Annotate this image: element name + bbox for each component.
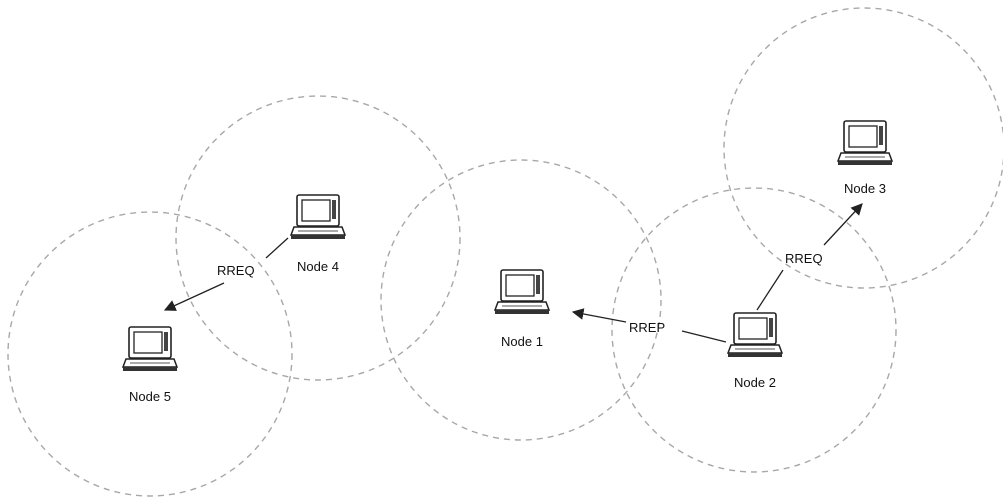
node-node-3: Node 3 [837,120,893,196]
node-node-4: Node 4 [290,194,346,274]
label-rrep-2-to-1: RREP [629,320,665,335]
laptop-icon [122,326,178,372]
node-node-5: Node 5 [122,326,178,404]
laptop-icon [727,312,783,358]
node-label: Node 3 [844,181,886,196]
range-node-1 [380,159,662,441]
link-rreq-2-to-3 [756,269,784,311]
link-rreq-4-to-5-arrow [163,282,225,311]
link-rreq-4-to-5 [265,237,289,259]
node-label: Node 1 [501,334,543,349]
links: RREQ RREP RREQ [163,203,863,343]
node-node-2: Node 2 [727,312,783,390]
range-node-5 [7,211,293,497]
link-rrep-2-to-1-arrow [571,308,627,323]
laptop-icon [290,194,346,240]
laptop-icon [494,269,550,315]
label-rreq-4-to-5: RREQ [217,263,255,278]
label-rreq-2-to-3: RREQ [785,251,823,266]
node-label: Node 2 [734,375,776,390]
node-label: Node 5 [129,389,171,404]
range-node-2 [611,187,897,473]
link-rreq-2-to-3-arrow [823,203,863,246]
laptop-icon [837,120,893,166]
range-node-4 [175,95,461,381]
transmission-ranges [7,7,1003,497]
node-node-1: Node 1 [494,269,550,349]
node-label: Node 4 [297,259,339,274]
link-rrep-2-to-1 [681,330,727,343]
